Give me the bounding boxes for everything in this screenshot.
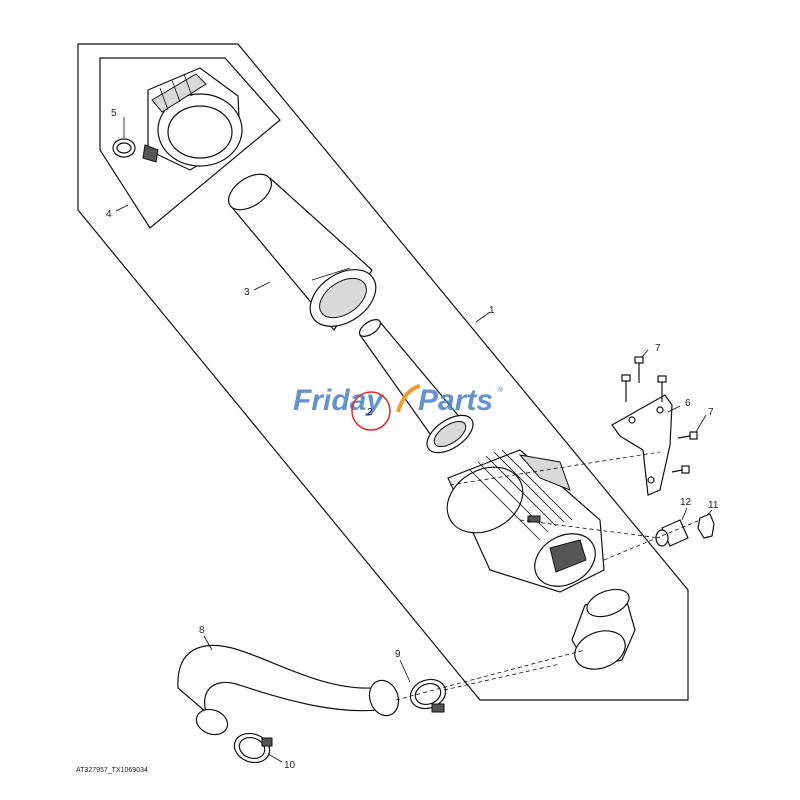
watermark-registered: ® <box>498 386 504 394</box>
hose-part-8 <box>177 644 400 736</box>
callout-11: 11 <box>708 500 719 511</box>
callout-6: 6 <box>685 398 691 409</box>
callout-2: 2 <box>367 407 373 418</box>
inset-box-4 <box>99 57 281 229</box>
assembly-guide-lines <box>395 451 701 701</box>
callout-8: 8 <box>199 625 205 636</box>
callout-4: 4 <box>106 209 112 220</box>
clamp-part-9 <box>409 678 447 713</box>
reference-code: AT327957_TX1069034 <box>76 767 148 774</box>
watermark-logo: Friday Parts ® <box>293 384 504 417</box>
bracket-part-6 <box>611 394 673 496</box>
assembly-boundary-1 <box>77 43 689 701</box>
clamp-part-10 <box>233 732 273 764</box>
fitting-part-11 <box>697 513 715 539</box>
ring-part-5 <box>112 138 136 158</box>
callout-7b: 7 <box>708 407 714 418</box>
callout-5: 5 <box>111 108 117 119</box>
housing-part-1 <box>446 449 605 593</box>
leader-lines <box>115 117 713 763</box>
highlight-circle <box>351 391 391 431</box>
outlet-elbow <box>571 588 636 670</box>
bolt-part-7 <box>621 356 698 474</box>
callout-12: 12 <box>680 497 692 508</box>
callout-7a: 7 <box>655 343 661 354</box>
callout-10: 10 <box>284 760 296 771</box>
callout-3: 3 <box>244 287 250 298</box>
secondary-filter-part-2 <box>358 319 474 454</box>
callout-1: 1 <box>489 305 495 316</box>
primary-filter-part-3 <box>228 173 377 332</box>
callout-9: 9 <box>395 649 401 660</box>
cover-part-4 <box>142 67 243 171</box>
watermark-friday: Friday <box>293 384 384 417</box>
indicator-part-12 <box>655 519 689 547</box>
watermark-swoosh <box>396 384 421 413</box>
watermark-parts: Parts <box>418 384 493 417</box>
